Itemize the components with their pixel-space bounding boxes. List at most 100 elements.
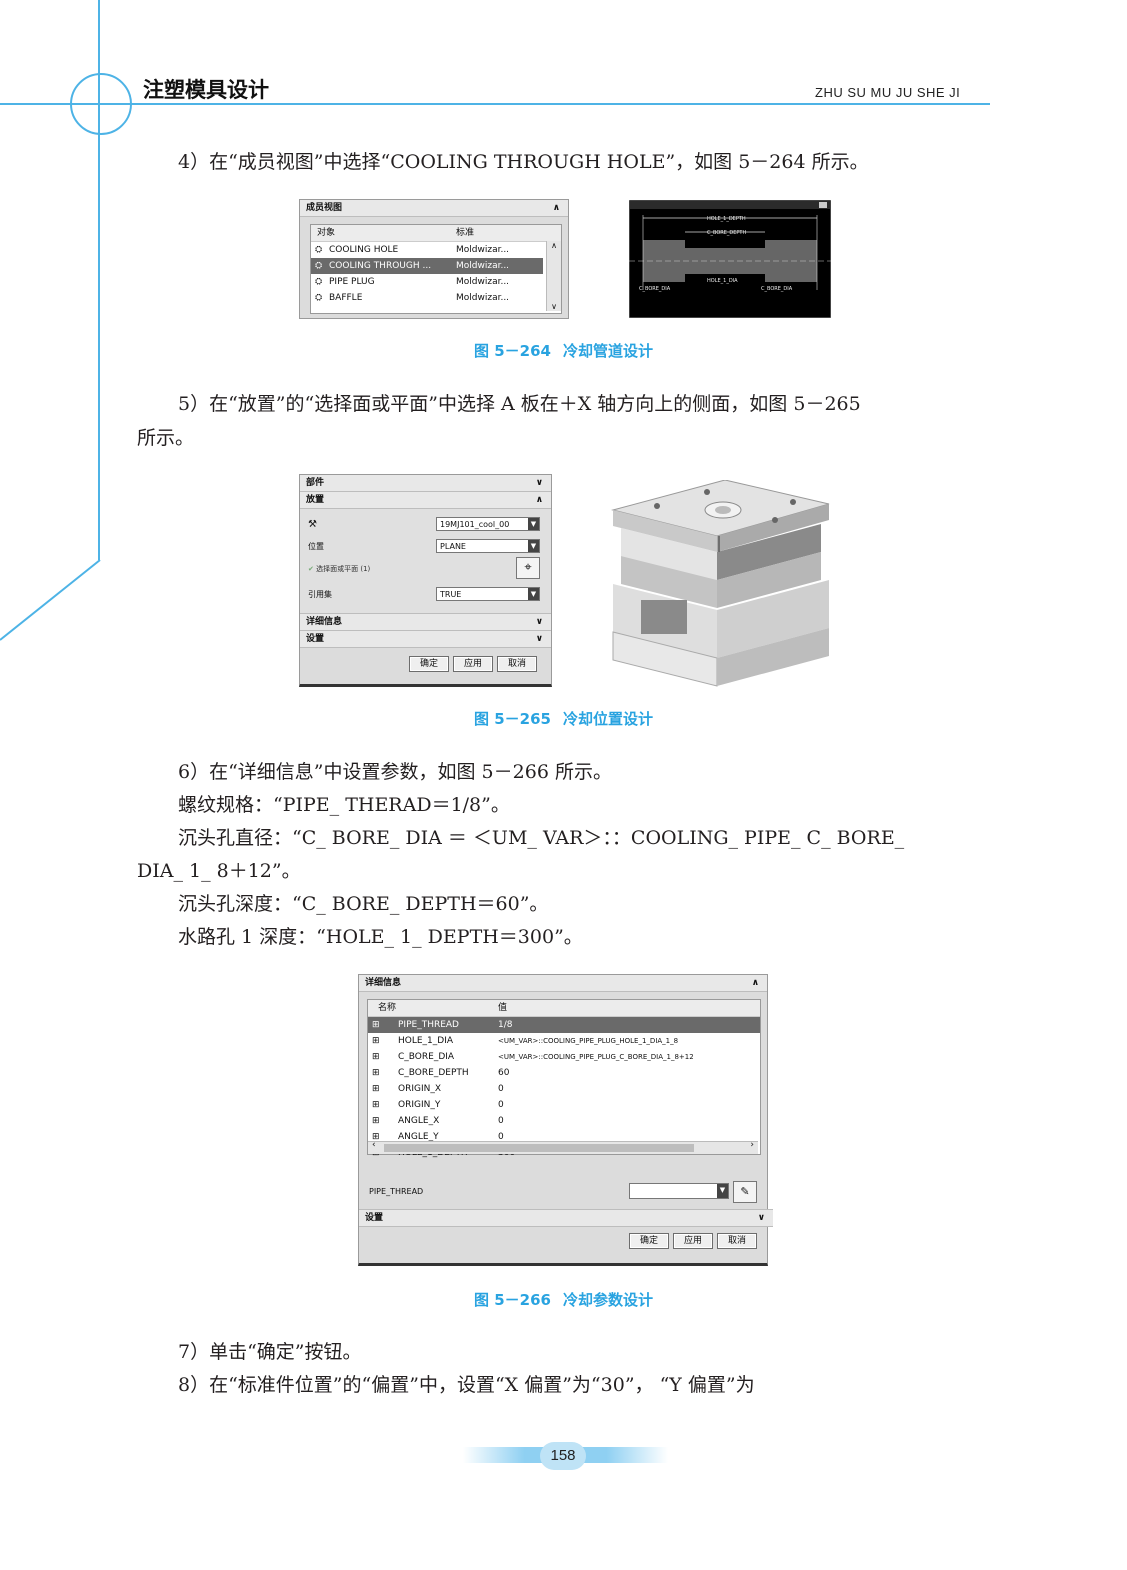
close-icon xyxy=(819,202,827,208)
refset-select[interactable]: TRUE▼ xyxy=(436,587,540,601)
dim-bore-depth: C_BORE_DEPTH xyxy=(707,230,746,236)
figure-5-264-caption: 图 5－264 冷却管道设计 xyxy=(0,340,1127,361)
expand-icon: ∨ xyxy=(535,634,543,644)
header-decoration-line xyxy=(98,0,100,560)
table-row[interactable]: ⊞ C_BORE_DEPTH 60 xyxy=(368,1065,760,1081)
part-icon: ⛭ xyxy=(315,293,323,303)
step-5-text-line2: 所示。 xyxy=(137,427,195,449)
details-title: 详细信息 xyxy=(365,978,402,988)
book-title-pinyin: ZHU SU MU JU SHE JI xyxy=(815,85,961,100)
part-icon: ⛭ xyxy=(315,261,323,271)
cooling-pipe-diagram: HOLE_1_DEPTH C_BORE_DEPTH HOLE_1_DIA C_B… xyxy=(629,200,831,318)
expression-icon: ⊞ xyxy=(372,1132,380,1142)
page-number: 158 xyxy=(540,1442,586,1470)
select-face-button[interactable]: ⌖ xyxy=(516,557,540,579)
figure-5-265-caption: 图 5－265 冷却位置设计 xyxy=(0,708,1127,729)
hole-depth-text: 水路孔 1 深度：“HOLE_ 1_ DEPTH＝300”。 xyxy=(178,926,583,948)
column-name: 名称 xyxy=(378,1003,397,1013)
list-item[interactable]: ⛭ PIPE PLUG Moldwizar... xyxy=(311,274,561,290)
expression-icon: ⊞ xyxy=(372,1036,380,1046)
member-view-title: 成员视图 xyxy=(306,203,343,213)
dropdown-icon: ▼ xyxy=(528,518,539,530)
table-row[interactable]: ⊞ HOLE_1_DIA <UM_VAR>::COOLING_PIPE_PLUG… xyxy=(368,1033,760,1049)
table-row-selected[interactable]: ⊞ PIPE_THREAD 1/8 xyxy=(368,1017,760,1033)
collapse-icon: ∧ xyxy=(535,495,543,505)
dim-bore-dia-right: C_BORE_DIA xyxy=(761,286,793,292)
dim-hole-depth: HOLE_1_DEPTH xyxy=(707,216,746,222)
ok-button[interactable]: 确定 xyxy=(408,656,449,672)
section-settings[interactable]: 设置∨ xyxy=(359,1209,773,1227)
dropdown-icon: ▼ xyxy=(717,1184,728,1198)
section-settings[interactable]: 设置∨ xyxy=(300,631,551,648)
figure-number: 图 5－266 xyxy=(474,1291,551,1309)
counterbore-depth-text: 沉头孔深度：“C_ BORE_ DEPTH＝60”。 xyxy=(178,893,549,915)
expression-icon: ⊞ xyxy=(372,1116,380,1126)
expression-edit-icon: ✎ xyxy=(740,1185,750,1198)
list-item[interactable]: ⛭ COOLING HOLE Moldwizar... xyxy=(311,242,561,258)
counterbore-dia-text-line2: DIA_ 1_ 8＋12”。 xyxy=(137,860,301,882)
parent-select[interactable]: 19MJ101_cool_00▼ xyxy=(436,517,540,531)
table-row[interactable]: ⊞ ANGLE_Y 0 xyxy=(368,1129,760,1145)
figure-number: 图 5－265 xyxy=(474,710,551,728)
expression-icon: ⊞ xyxy=(372,1100,380,1110)
dropdown-icon: ▼ xyxy=(528,588,539,600)
counterbore-dia-text-line1: 沉头孔直径：“C_ BORE_ DIA ＝ ＜UM_ VAR＞：：COOLING… xyxy=(178,827,905,849)
figure-title: 冷却参数设计 xyxy=(562,1291,653,1309)
select-face-label[interactable]: ✔ 选择面或平面 (1) xyxy=(308,565,371,573)
table-row[interactable]: ⊞ ORIGIN_Y 0 xyxy=(368,1097,760,1113)
details-panel: 详细信息∧ 名称 值 ⊞ PIPE_THREAD 1/8 ⊞ HOLE_1_DI… xyxy=(358,974,773,1266)
dropdown-icon: ▼ xyxy=(528,540,539,552)
step-5-text-line1: 5）在“放置”的“选择面或平面”中选择 A 板在＋X 轴方向上的侧面，如图 5－… xyxy=(178,393,861,415)
figure-title: 冷却位置设计 xyxy=(562,710,653,728)
step-8-text: 8）在“标准件位置”的“偏置”中，设置“X 偏置”为“30”， “Y 偏置”为 xyxy=(178,1374,755,1396)
apply-button[interactable]: 应用 xyxy=(672,1233,713,1249)
column-object: 对象 xyxy=(317,228,336,238)
mold-base-render xyxy=(611,480,830,687)
dim-bore-dia-left: C_BORE_DIA xyxy=(639,286,671,292)
header-decoration-diagonal xyxy=(0,559,101,641)
table-row[interactable]: ⊞ C_BORE_DIA <UM_VAR>::COOLING_PIPE_PLUG… xyxy=(368,1049,760,1065)
thread-spec-text: 螺纹规格：“PIPE_ THERAD＝1/8”。 xyxy=(178,794,510,816)
expand-icon: ∨ xyxy=(757,1213,765,1223)
collapse-icon[interactable]: ∧ xyxy=(552,203,560,213)
figure-number: 图 5－264 xyxy=(474,342,551,360)
step-4-text: 4）在“成员视图”中选择“COOLING THROUGH HOLE”，如图 5－… xyxy=(178,151,869,173)
section-parts[interactable]: 部件∨ xyxy=(300,475,551,492)
step-6-text: 6）在“详细信息”中设置参数，如图 5－266 所示。 xyxy=(178,761,612,783)
position-select[interactable]: PLANE▼ xyxy=(436,539,540,553)
expression-icon: ⊞ xyxy=(372,1084,380,1094)
expand-icon: ∨ xyxy=(535,617,543,627)
figure-title: 冷却管道设计 xyxy=(562,342,653,360)
expression-icon: ⊞ xyxy=(372,1020,380,1030)
section-placement[interactable]: 放置∧ xyxy=(300,492,551,509)
position-label: 位置 xyxy=(308,542,324,551)
header-rule xyxy=(0,103,990,105)
member-view-panel: 成员视图∧ 对象 标准 ⛭ COOLING HOLE Moldwizar... … xyxy=(299,199,569,319)
column-standard: 标准 xyxy=(456,228,475,238)
figure-5-266-caption: 图 5－266 冷却参数设计 xyxy=(0,1289,1127,1310)
step-7-text: 7）单击“确定”按钮。 xyxy=(178,1341,362,1363)
cancel-button[interactable]: 取消 xyxy=(716,1233,757,1249)
refset-label: 引用集 xyxy=(308,590,332,599)
list-item-selected[interactable]: ⛭ COOLING THROUGH ... Moldwizar... xyxy=(311,258,543,274)
ok-button[interactable]: 确定 xyxy=(628,1233,669,1249)
placement-panel: 部件∨ 放置∧ ⚒ 19MJ101_cool_00▼ 位置 PLANE▼ ✔ 选… xyxy=(299,474,552,687)
book-title: 注塑模具设计 xyxy=(143,78,269,102)
expression-icon: ⊞ xyxy=(372,1068,380,1078)
cancel-button[interactable]: 取消 xyxy=(496,656,537,672)
thread-value-select[interactable]: ▼ xyxy=(629,1183,729,1199)
list-scrollbar[interactable]: ∧ ∨ xyxy=(546,241,561,311)
expand-icon: ∨ xyxy=(535,478,543,488)
apply-button[interactable]: 应用 xyxy=(452,656,493,672)
horizontal-scrollbar[interactable]: ‹ › xyxy=(368,1140,758,1154)
expression-icon: ⊞ xyxy=(372,1052,380,1062)
table-row[interactable]: ⊞ ANGLE_X 0 xyxy=(368,1113,760,1129)
collapse-icon[interactable]: ∧ xyxy=(751,978,759,988)
edit-expression-button[interactable]: ✎ xyxy=(733,1181,757,1203)
edit-field-label: PIPE_THREAD xyxy=(369,1187,424,1196)
crosshair-icon: ⌖ xyxy=(524,560,532,575)
section-details[interactable]: 详细信息∨ xyxy=(300,613,551,631)
list-item[interactable]: ⛭ BAFFLE Moldwizar... xyxy=(311,290,561,306)
part-icon: ⛭ xyxy=(315,245,323,255)
table-row[interactable]: ⊞ ORIGIN_X 0 xyxy=(368,1081,760,1097)
